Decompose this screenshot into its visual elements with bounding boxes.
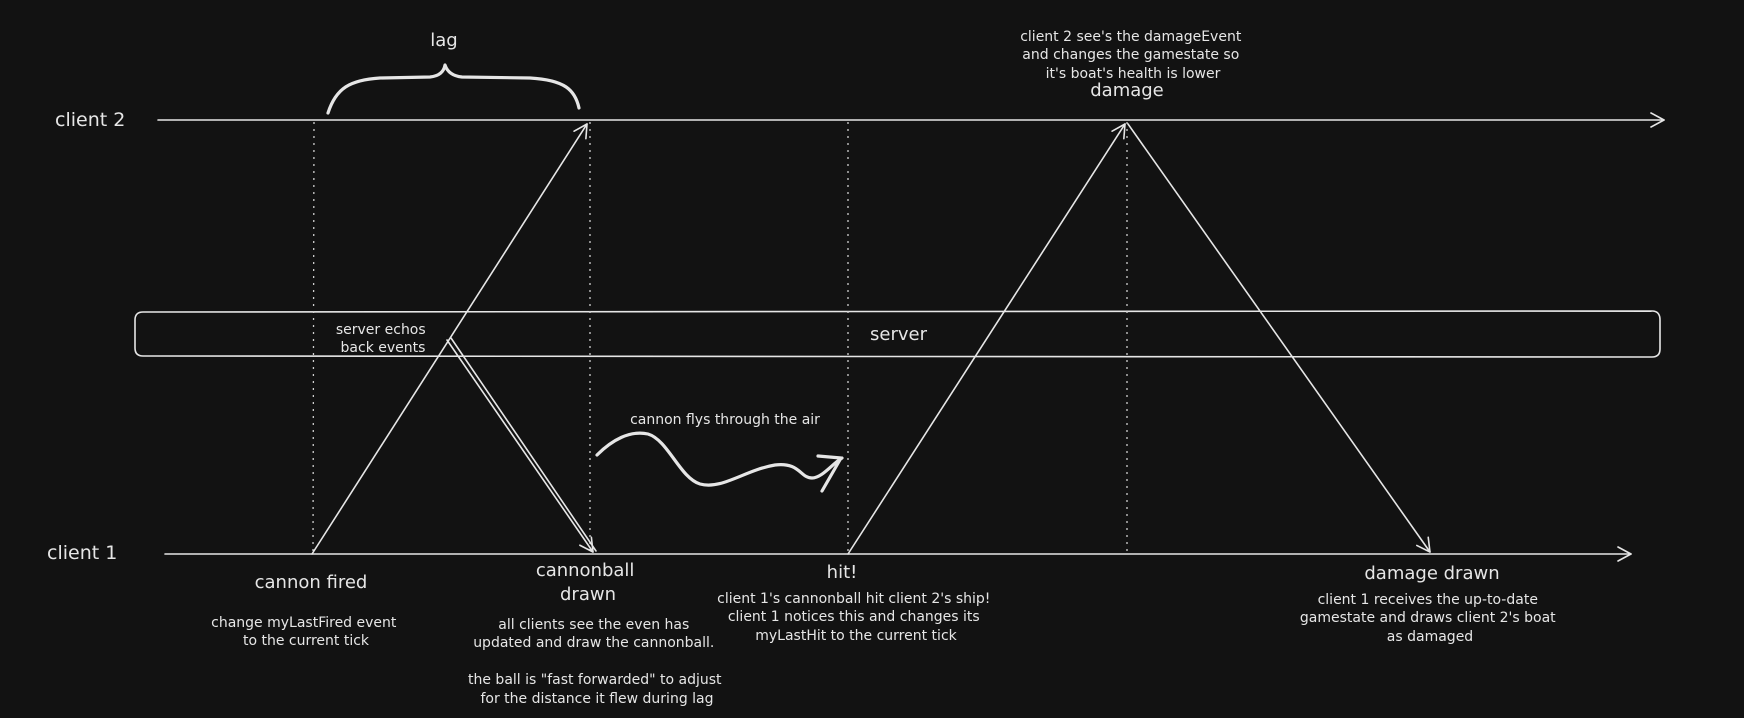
client2-label: client 2 [55,109,125,131]
cannon-fired-note: change myLastFired event to the current … [211,615,401,649]
cannonball-drawn-note: all clients see the even has updated and… [468,617,726,707]
arrow-fire-to-client2 [311,123,588,555]
cannonball-drawn-title: cannonball drawn [536,560,640,605]
server-band [134,310,1661,358]
server-label: server [870,324,928,345]
arrow-echo-to-client1-double [450,337,597,552]
hit-title: hit! [827,562,858,583]
cannon-flight-squiggle [595,431,844,487]
damage-drawn-title: damage drawn [1364,563,1499,584]
damage-top-label: damage [1090,80,1164,101]
guide-cannon-fired [312,121,315,553]
arrow-echo-to-client1 [446,339,594,553]
cannon-fired-title: cannon fired [255,572,368,593]
lag-brace [326,63,581,115]
client2-damage-note: client 2 see's the damageEvent and chang… [1020,29,1246,82]
cannon-flys-label: cannon flys through the air [630,412,820,428]
arrow-hit-to-client2 [847,123,1126,555]
client1-label: client 1 [47,542,117,564]
damage-drawn-note: client 1 receives the up-to-date gamesta… [1300,592,1560,645]
server-echo-note: server echos back events [336,322,430,356]
lag-label: lag [430,30,457,51]
arrow-damage-to-client1 [1127,123,1431,553]
cannon-flight-arrowhead [816,454,843,493]
hit-note: client 1's cannonball hit client 2's shi… [717,591,995,644]
